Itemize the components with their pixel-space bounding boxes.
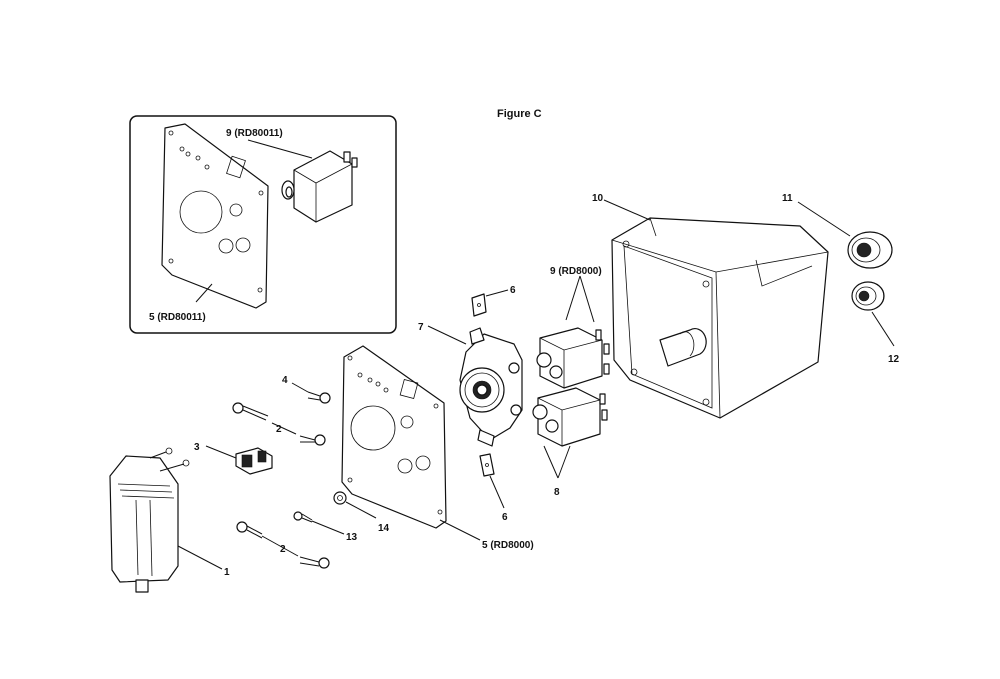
part-14-washer bbox=[333, 491, 347, 505]
part-6-terminal-bottom bbox=[479, 453, 495, 477]
part-8-switch-upper bbox=[536, 327, 610, 389]
inset-mounting-plate bbox=[161, 123, 269, 309]
part-11-grommet bbox=[847, 231, 893, 269]
callout-10: 10 bbox=[592, 193, 604, 204]
callout-5-inset: 5 (RD80011) bbox=[149, 312, 206, 323]
part-8-switch-lower bbox=[532, 387, 608, 447]
callout-2a: 2 bbox=[276, 424, 282, 435]
callout-14: 14 bbox=[378, 523, 390, 534]
callout-12: 12 bbox=[888, 354, 900, 365]
callout-5-main: 5 (RD8000) bbox=[482, 540, 534, 551]
callout-13: 13 bbox=[346, 532, 358, 543]
callout-6a: 6 bbox=[510, 285, 516, 296]
callout-7: 7 bbox=[418, 322, 424, 333]
part-1-receptacle bbox=[109, 447, 190, 593]
part-5-mounting-plate bbox=[341, 345, 447, 529]
callout-8: 8 bbox=[554, 487, 560, 498]
part-7-thermostat bbox=[459, 327, 523, 447]
inset-pressure-switch bbox=[281, 150, 358, 223]
screw-2b bbox=[236, 521, 330, 569]
part-12-grommet bbox=[851, 281, 885, 311]
callout-9-main: 9 (RD8000) bbox=[550, 266, 602, 277]
callout-6b: 6 bbox=[502, 512, 508, 523]
screw-2a bbox=[232, 402, 326, 446]
part-3-rocker-switch bbox=[235, 447, 273, 475]
callout-4: 4 bbox=[282, 375, 288, 386]
callout-11: 11 bbox=[782, 193, 793, 204]
screw-4 bbox=[307, 391, 331, 404]
figure-title: Figure C bbox=[497, 108, 542, 120]
screw-13 bbox=[293, 511, 313, 523]
callout-1: 1 bbox=[224, 567, 230, 578]
callout-9-inset: 9 (RD80011) bbox=[226, 128, 283, 139]
callout-3: 3 bbox=[194, 442, 200, 453]
callout-2b: 2 bbox=[280, 544, 286, 555]
part-6-terminal-top bbox=[471, 293, 487, 317]
inset-box: 9 (RD80011) 5 (RD80011) bbox=[129, 115, 397, 334]
part-10-housing bbox=[611, 217, 829, 419]
